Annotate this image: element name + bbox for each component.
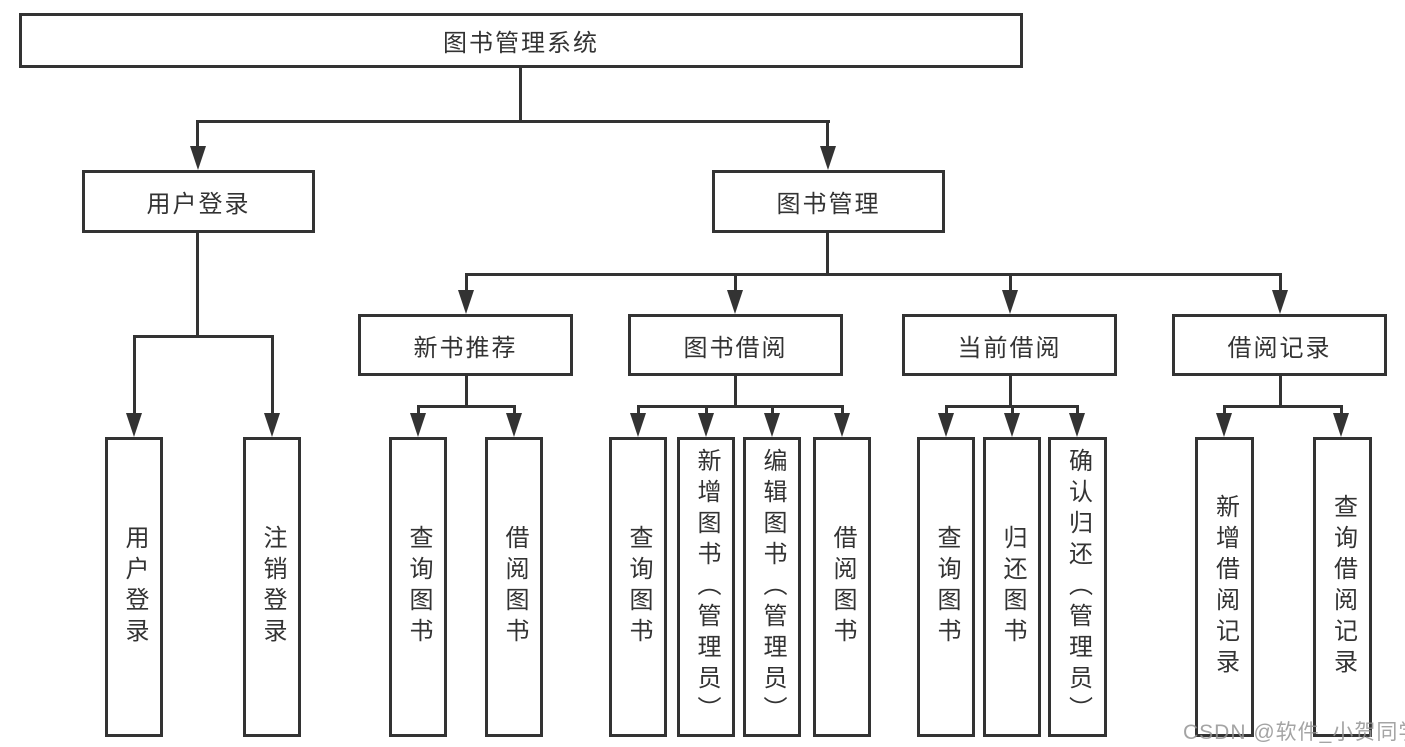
connector-line xyxy=(465,376,468,408)
connector-arrow xyxy=(764,413,780,437)
connector-arrow xyxy=(506,413,522,437)
leaf-borrow-books-borrow: 借阅图书 xyxy=(813,437,871,737)
leaf-query-borrow-record: 查询借阅记录 xyxy=(1313,437,1372,737)
node-label: 当前借阅 xyxy=(957,334,1062,362)
connector-arrow xyxy=(1004,413,1020,437)
connector-line xyxy=(771,405,774,417)
connector-line xyxy=(465,273,1282,276)
connector-arrow xyxy=(698,413,714,437)
leaf-label: 编辑图书（管理员） xyxy=(759,447,786,727)
leaf-label: 查询图书 xyxy=(625,525,652,649)
connector-line xyxy=(637,405,844,408)
leaf-label: 确认归还（管理员） xyxy=(1064,447,1092,727)
connector-line xyxy=(637,405,640,417)
leaf-user-login: 用户登录 xyxy=(105,437,163,737)
connector-line xyxy=(196,233,199,338)
node-new-book-recommendation: 新书推荐 xyxy=(358,314,573,376)
connector-line xyxy=(465,273,468,293)
leaf-query-books-recommend: 查询图书 xyxy=(389,437,447,737)
node-library-management-system: 图书管理系统 xyxy=(19,13,1023,68)
leaf-query-books-borrow: 查询图书 xyxy=(609,437,667,737)
node-label: 图书管理 xyxy=(776,191,881,218)
connector-arrow xyxy=(1272,290,1288,314)
leaf-label: 新增借阅记录 xyxy=(1211,494,1239,680)
leaf-add-book-admin: 新增图书（管理员） xyxy=(677,437,735,737)
node-label: 新书推荐 xyxy=(413,334,518,362)
leaf-logout: 注销登录 xyxy=(243,437,301,737)
connector-line xyxy=(133,335,136,419)
connector-line xyxy=(417,405,516,408)
connector-arrow xyxy=(1002,290,1018,314)
leaf-add-borrow-record: 新增借阅记录 xyxy=(1195,437,1254,737)
connector-line xyxy=(1009,273,1012,293)
connector-line xyxy=(1279,376,1282,408)
connector-arrow xyxy=(126,413,142,437)
node-user-login: 用户登录 xyxy=(82,170,315,233)
leaf-query-books-current: 查询图书 xyxy=(917,437,975,737)
connector-arrow xyxy=(1333,413,1349,437)
leaf-return-book: 归还图书 xyxy=(983,437,1041,737)
connector-arrow xyxy=(820,146,836,170)
leaf-label: 注销登录 xyxy=(259,525,286,649)
node-label: 图书借阅 xyxy=(683,334,788,362)
connector-line xyxy=(1223,405,1342,408)
leaf-label: 借阅图书 xyxy=(501,525,528,649)
connector-line xyxy=(519,68,522,122)
connector-line xyxy=(1009,376,1012,408)
connector-line xyxy=(734,273,737,293)
connector-line xyxy=(734,376,737,408)
connector-arrow xyxy=(727,290,743,314)
connector-arrow xyxy=(938,413,954,437)
leaf-label: 新增图书（管理员） xyxy=(693,447,720,727)
connector-line xyxy=(826,120,829,152)
node-current-borrowing: 当前借阅 xyxy=(902,314,1117,376)
node-label: 借阅记录 xyxy=(1227,334,1332,362)
leaf-edit-book-admin: 编辑图书（管理员） xyxy=(743,437,801,737)
connector-line xyxy=(513,405,516,417)
csdn-watermark: CSDN @软件_小贺同学 xyxy=(1183,721,1405,744)
leaf-label: 查询图书 xyxy=(933,525,960,649)
connector-arrow xyxy=(630,413,646,437)
node-book-management: 图书管理 xyxy=(712,170,945,233)
leaf-label: 用户登录 xyxy=(121,525,148,649)
connector-line xyxy=(826,233,829,276)
leaf-borrow-books-recommend: 借阅图书 xyxy=(485,437,543,737)
connector-line xyxy=(1340,405,1343,417)
connector-arrow xyxy=(190,146,206,170)
connector-arrow xyxy=(834,413,850,437)
connector-line xyxy=(1223,405,1226,417)
connector-line xyxy=(196,120,830,123)
connector-line xyxy=(1076,405,1079,417)
connector-line xyxy=(417,405,420,417)
connector-arrow xyxy=(1069,413,1085,437)
connector-line xyxy=(133,335,274,338)
connector-arrow xyxy=(1216,413,1232,437)
connector-arrow xyxy=(264,413,280,437)
connector-arrow xyxy=(410,413,426,437)
node-book-borrowing: 图书借阅 xyxy=(628,314,843,376)
leaf-label: 查询图书 xyxy=(405,525,432,649)
leaf-label: 归还图书 xyxy=(999,525,1026,649)
connector-line xyxy=(196,120,199,152)
connector-line xyxy=(945,405,948,417)
connector-line xyxy=(271,335,274,419)
connector-line xyxy=(1011,405,1014,417)
leaf-confirm-return-admin: 确认归还（管理员） xyxy=(1048,437,1107,737)
node-label: 图书管理系统 xyxy=(443,30,599,57)
node-label: 用户登录 xyxy=(146,191,251,218)
connector-arrow xyxy=(458,290,474,314)
connector-line xyxy=(1279,273,1282,293)
leaf-label: 借阅图书 xyxy=(829,525,856,649)
connector-line xyxy=(841,405,844,417)
leaf-label: 查询借阅记录 xyxy=(1329,494,1357,680)
node-borrowing-records: 借阅记录 xyxy=(1172,314,1387,376)
connector-line xyxy=(705,405,708,417)
